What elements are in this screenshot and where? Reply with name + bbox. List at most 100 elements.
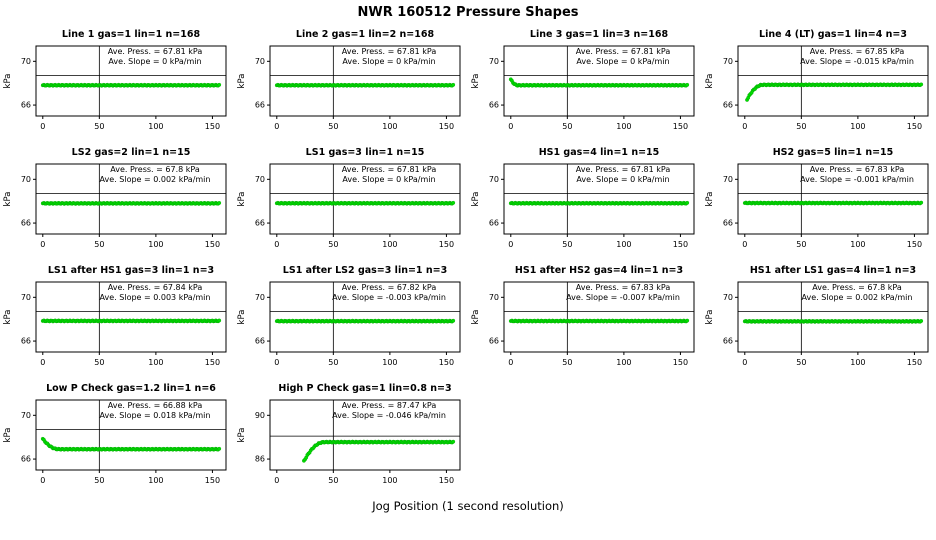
svg-text:50: 50 <box>796 358 806 367</box>
svg-text:0: 0 <box>508 122 513 131</box>
svg-text:70: 70 <box>255 175 265 184</box>
svg-text:150: 150 <box>439 358 454 367</box>
svg-text:150: 150 <box>673 240 688 249</box>
svg-text:66: 66 <box>489 219 499 228</box>
svg-text:50: 50 <box>94 358 104 367</box>
svg-text:100: 100 <box>148 476 163 485</box>
figure: NWR 160512 Pressure Shapes Line 1 gas=1 … <box>0 5 936 513</box>
svg-text:70: 70 <box>723 57 733 66</box>
svg-text:50: 50 <box>328 240 338 249</box>
svg-text:150: 150 <box>205 358 220 367</box>
svg-text:70: 70 <box>21 411 31 420</box>
svg-text:kPa: kPa <box>3 192 13 207</box>
svg-text:66: 66 <box>21 219 31 228</box>
svg-text:kPa: kPa <box>237 74 247 89</box>
svg-text:0: 0 <box>274 476 279 485</box>
svg-text:kPa: kPa <box>471 74 481 89</box>
ave-press-label: Ave. Press. = 67.81 kPa <box>341 165 437 174</box>
ave-press-label: Ave. Press. = 67.83 kPa <box>575 283 671 292</box>
svg-text:50: 50 <box>94 240 104 249</box>
ave-slope-label: Ave. Slope = -0.046 kPa/min <box>332 411 446 420</box>
svg-text:100: 100 <box>850 358 865 367</box>
svg-text:150: 150 <box>205 476 220 485</box>
ave-press-label: Ave. Press. = 66.88 kPa <box>107 401 203 410</box>
svg-text:0: 0 <box>274 358 279 367</box>
svg-text:kPa: kPa <box>705 192 715 207</box>
ave-press-label: Ave. Press. = 67.83 kPa <box>809 165 905 174</box>
ave-slope-label: Ave. Slope = 0.003 kPa/min <box>99 293 211 302</box>
svg-text:66: 66 <box>489 101 499 110</box>
svg-text:150: 150 <box>439 476 454 485</box>
panel-title: Line 3 gas=1 lin=3 n=168 <box>529 29 669 40</box>
svg-text:70: 70 <box>489 175 499 184</box>
annotation: Ave. Press. = 67.84 kPa Ave. Slope = 0.0… <box>88 283 222 303</box>
svg-text:50: 50 <box>328 476 338 485</box>
panel-title: HS2 gas=5 lin=1 n=15 <box>772 147 894 158</box>
ave-press-label: Ave. Press. = 67.81 kPa <box>575 165 671 174</box>
svg-text:100: 100 <box>382 476 397 485</box>
svg-text:150: 150 <box>673 122 688 131</box>
ave-press-label: Ave. Press. = 87.47 kPa <box>341 401 437 410</box>
svg-text:kPa: kPa <box>705 310 715 325</box>
svg-text:70: 70 <box>255 57 265 66</box>
panel-title: High P Check gas=1 lin=0.8 n=3 <box>278 383 452 394</box>
svg-text:0: 0 <box>40 476 45 485</box>
svg-text:150: 150 <box>673 358 688 367</box>
svg-text:0: 0 <box>742 240 747 249</box>
svg-text:150: 150 <box>439 240 454 249</box>
panel-title: HS1 after LS1 gas=4 lin=1 n=3 <box>749 265 917 276</box>
svg-text:100: 100 <box>616 358 631 367</box>
svg-text:50: 50 <box>94 122 104 131</box>
svg-text:70: 70 <box>489 57 499 66</box>
svg-text:kPa: kPa <box>3 310 13 325</box>
svg-text:0: 0 <box>508 240 513 249</box>
x-axis-label: Jog Position (1 second resolution) <box>372 499 564 513</box>
annotation: Ave. Press. = 67.81 kPa Ave. Slope = 0 k… <box>556 165 690 185</box>
ave-slope-label: Ave. Slope = -0.003 kPa/min <box>332 293 446 302</box>
panel-title: HS1 gas=4 lin=1 n=15 <box>538 147 660 158</box>
ave-slope-label: Ave. Slope = -0.001 kPa/min <box>800 175 914 184</box>
svg-text:50: 50 <box>328 122 338 131</box>
svg-text:70: 70 <box>723 175 733 184</box>
annotation: Ave. Press. = 67.81 kPa Ave. Slope = 0 k… <box>322 165 456 185</box>
svg-text:90: 90 <box>255 411 265 420</box>
svg-text:86: 86 <box>255 455 265 464</box>
svg-text:70: 70 <box>489 293 499 302</box>
svg-text:66: 66 <box>723 337 733 346</box>
svg-text:0: 0 <box>274 122 279 131</box>
svg-text:0: 0 <box>40 122 45 131</box>
svg-text:50: 50 <box>562 358 572 367</box>
ave-press-label: Ave. Press. = 67.82 kPa <box>341 283 437 292</box>
ave-slope-label: Ave. Slope = 0 kPa/min <box>108 57 202 66</box>
svg-text:50: 50 <box>796 240 806 249</box>
svg-text:66: 66 <box>255 337 265 346</box>
svg-text:0: 0 <box>40 358 45 367</box>
svg-text:0: 0 <box>742 122 747 131</box>
ave-press-label: Ave. Press. = 67.85 kPa <box>809 47 905 56</box>
svg-text:66: 66 <box>489 337 499 346</box>
